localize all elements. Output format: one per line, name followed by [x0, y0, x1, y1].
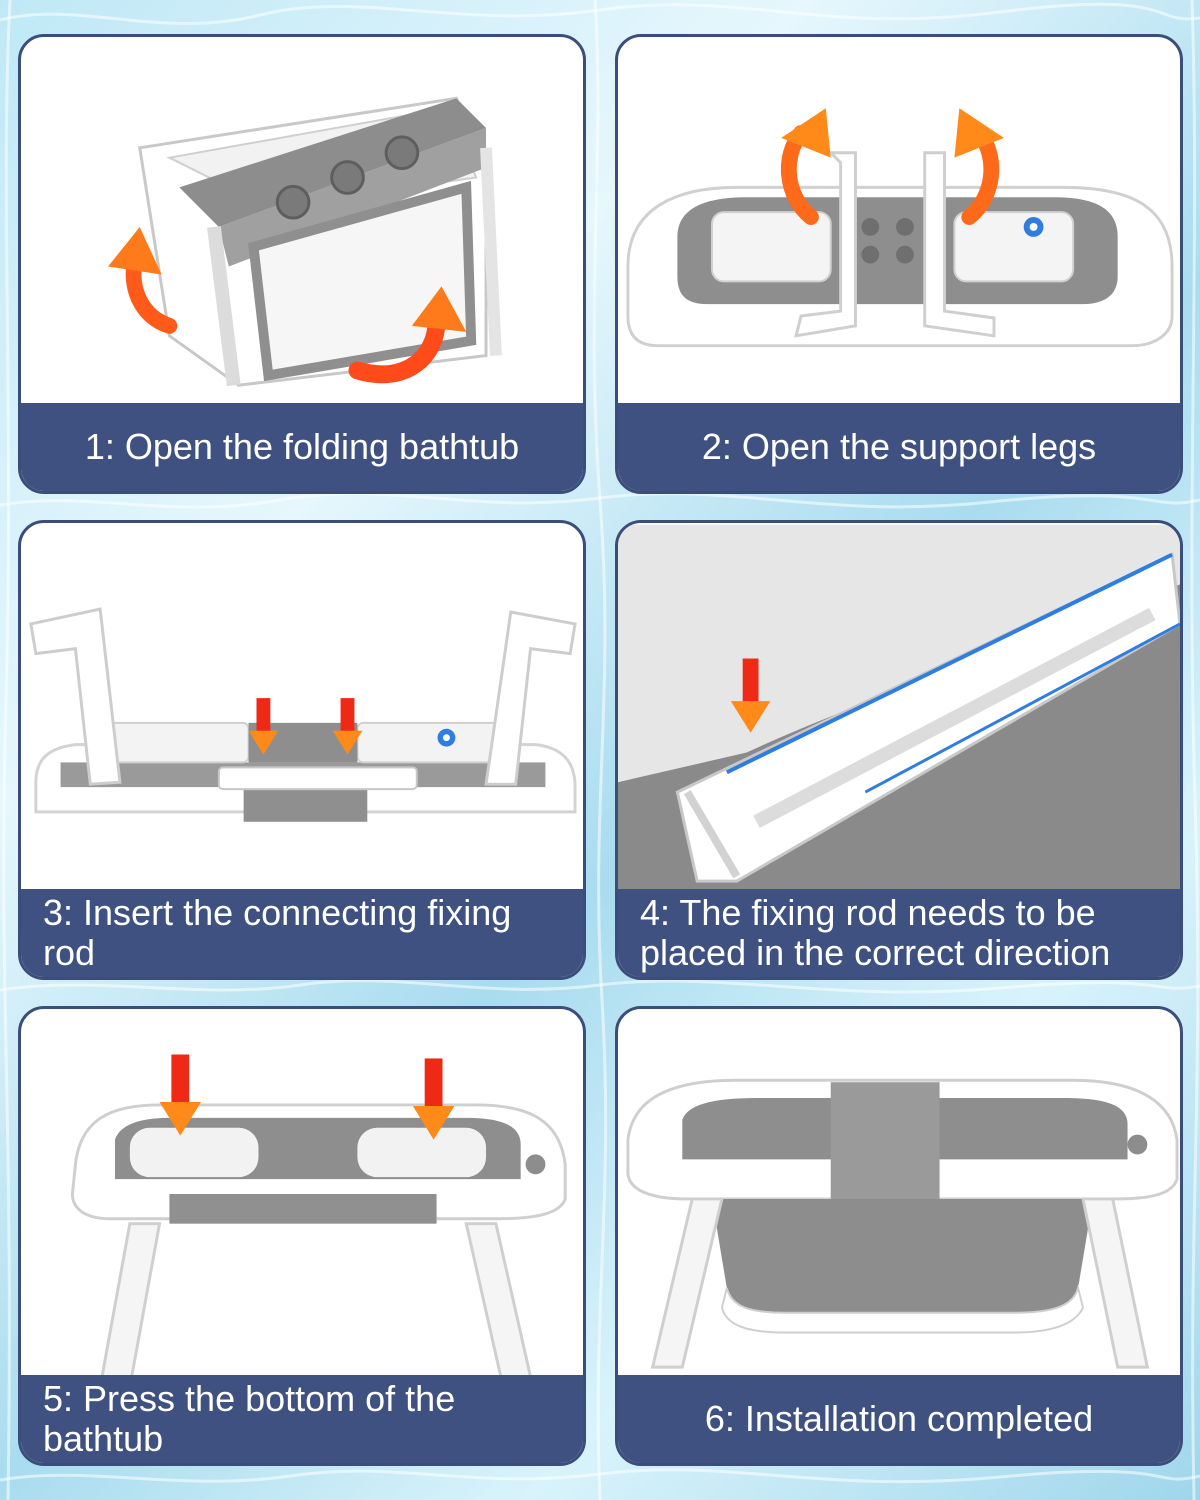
- curved-arrow-icon: [781, 108, 831, 225]
- step-1-card: 1: Open the folding bathtub: [18, 34, 586, 494]
- step-3-caption: 3: Insert the connecting fixing rod: [21, 889, 583, 977]
- step-3-photo: [21, 523, 583, 893]
- step-3-card: 3: Insert the connecting fixing rod: [18, 520, 586, 980]
- step-2-caption: 2: Open the support legs: [618, 403, 1180, 491]
- drain-plug-icon: [1023, 217, 1044, 237]
- curved-arrow-icon: [348, 286, 467, 384]
- step-2-card: 2: Open the support legs: [615, 34, 1183, 494]
- tub-with-legs-up: [29, 607, 577, 822]
- drain-plug-icon: [437, 728, 456, 747]
- folded-bathtub: [138, 96, 502, 387]
- step-4-card: 4: The fixing rod needs to be placed in …: [615, 520, 1183, 980]
- step-5-caption: 5: Press the bottom of the bathtub: [21, 1375, 583, 1463]
- step-4-photo: [618, 523, 1180, 893]
- down-arrow-icon: [332, 698, 363, 755]
- down-arrow-icon: [159, 1054, 202, 1136]
- step-5-card: 5: Press the bottom of the bathtub: [18, 1006, 586, 1466]
- folded-tub-legs-up: [626, 151, 1174, 348]
- step-6-photo: [618, 1009, 1180, 1379]
- step-1-photo: [21, 37, 583, 407]
- curved-arrow-icon: [108, 226, 178, 334]
- step-6-card: 6: Installation completed: [615, 1006, 1183, 1466]
- step-5-photo: [21, 1009, 583, 1379]
- step-6-caption: 6: Installation completed: [618, 1375, 1180, 1463]
- open-tub-pressing: [70, 1103, 567, 1379]
- step-1-caption: 1: Open the folding bathtub: [21, 403, 583, 491]
- step-2-photo: [618, 37, 1180, 407]
- curved-arrow-icon: [954, 108, 1004, 225]
- down-arrow-icon: [248, 698, 279, 755]
- down-arrow-icon: [730, 658, 771, 733]
- fixing-rod: [675, 552, 1180, 883]
- step-4-caption: 4: The fixing rod needs to be placed in …: [618, 889, 1180, 977]
- down-arrow-icon: [412, 1058, 455, 1140]
- completed-bathtub: [626, 1078, 1179, 1369]
